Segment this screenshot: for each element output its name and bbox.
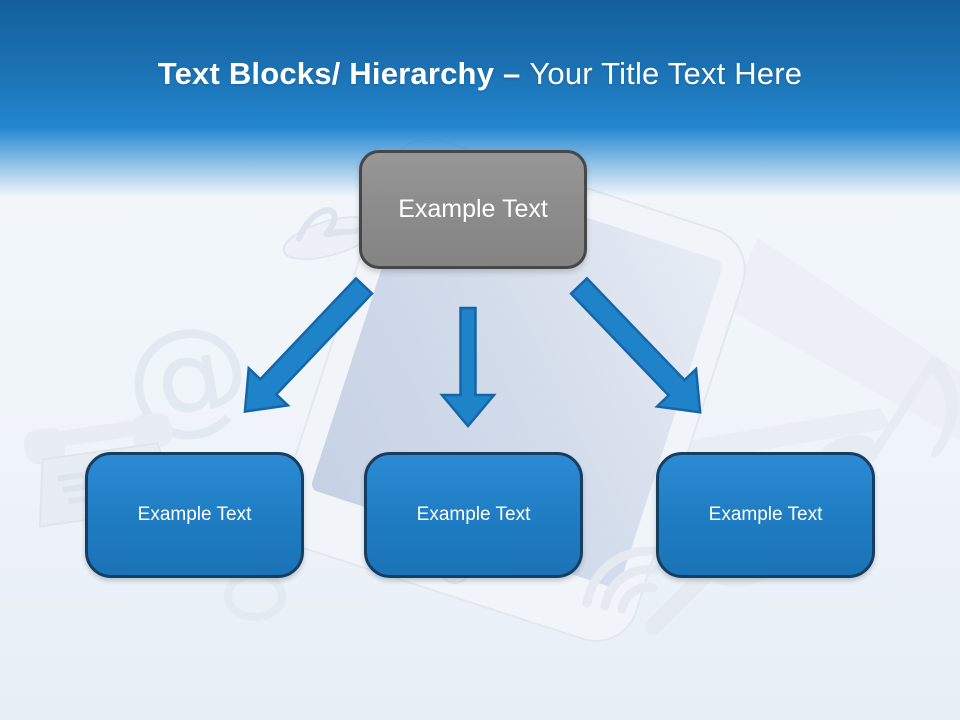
child-node-3[interactable]: Example Text <box>656 452 875 578</box>
speaker-arcs-icon <box>582 546 664 614</box>
child-node-label: Example Text <box>137 504 252 525</box>
child-node-2[interactable]: Example Text <box>364 452 583 578</box>
arrow-down-right-icon <box>569 276 702 414</box>
child-node-label: Example Text <box>416 504 531 525</box>
root-node-label: Example Text <box>398 195 548 223</box>
root-node[interactable]: Example Text <box>359 150 587 269</box>
page-title: Text Blocks/ Hierarchy –Your Title Text … <box>0 56 960 92</box>
child-node-1[interactable]: Example Text <box>85 452 304 578</box>
child-node-label: Example Text <box>708 504 823 525</box>
title-bold-segment: Text Blocks/ Hierarchy – <box>157 56 521 91</box>
arrow-down-icon <box>439 306 497 428</box>
signature-scribble-icon <box>282 207 378 261</box>
arrow-down-left-icon <box>243 276 374 413</box>
title-regular-segment: Your Title Text Here <box>529 56 803 91</box>
